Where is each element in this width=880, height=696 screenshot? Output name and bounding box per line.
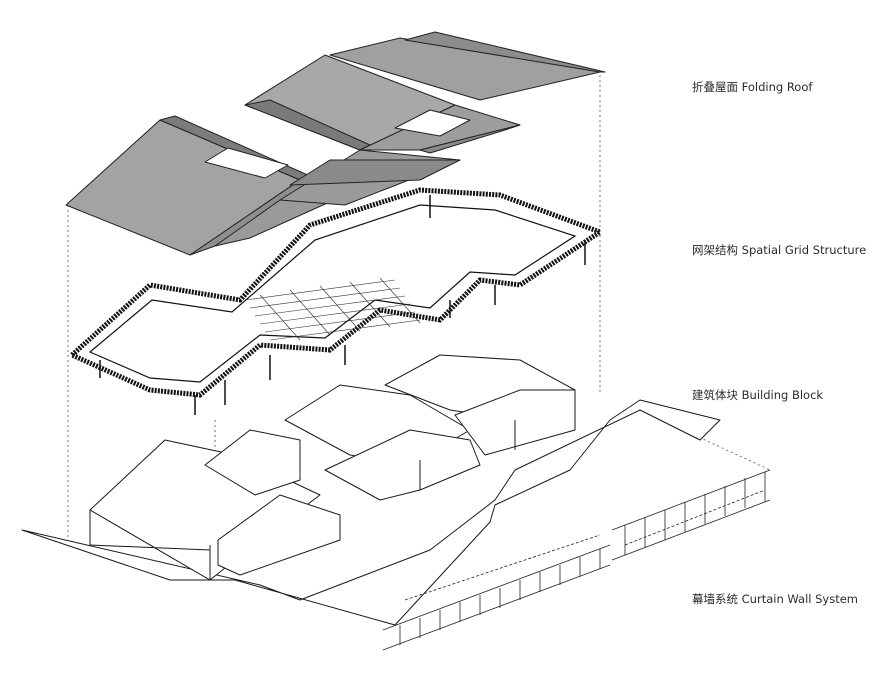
grid-columns [99, 195, 586, 415]
roof-panel [419, 124, 521, 154]
building-block-layer [21, 354, 721, 626]
building-mass [204, 429, 301, 496]
roof-skylight [204, 147, 289, 179]
label-building-block: 建筑体块 Building Block [692, 388, 824, 402]
label-curtain-wall-system: 幕墙系统 Curtain Wall System [692, 592, 859, 606]
curtain-wall-panel [611, 469, 771, 561]
label-folding-roof: 折叠屋面 Folding Roof [692, 80, 813, 94]
roof-panel [289, 159, 461, 186]
label-spatial-grid-structure: 网架结构 Spatial Grid Structure [692, 243, 867, 257]
grid-ring-outer [67, 187, 606, 398]
roof-panel [394, 109, 471, 137]
folding-roof-layer [65, 31, 606, 256]
curtain-wall-layer [382, 469, 771, 651]
curtain-wall-panel [382, 534, 611, 651]
roof-panel [404, 31, 606, 73]
grid-ring-inner [88, 204, 577, 383]
spatial-grid-layer [67, 187, 606, 415]
grid-lattice [244, 277, 421, 341]
building-mass [324, 429, 481, 501]
roof-panel [65, 119, 301, 256]
building-mass [217, 494, 341, 576]
site-plane [21, 399, 721, 626]
